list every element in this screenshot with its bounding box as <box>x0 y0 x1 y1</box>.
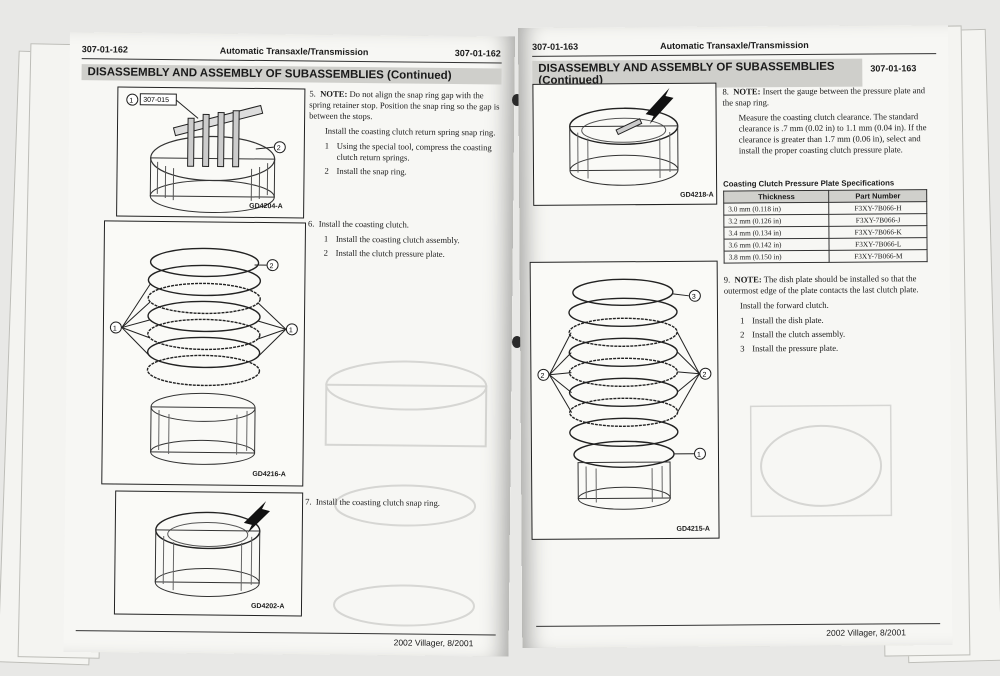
svg-text:1: 1 <box>289 327 293 334</box>
step-body: Install the forward clutch. <box>739 299 829 311</box>
step-number: 6. <box>307 218 315 229</box>
column-header: Part Number <box>829 189 927 203</box>
step-body: Install the coasting clutch. <box>318 218 410 230</box>
clutch-drum-arrow-illustration <box>154 501 270 597</box>
svg-text:3: 3 <box>692 294 696 301</box>
step-8: 8. NOTE: Insert the gauge between the pr… <box>722 85 930 156</box>
figure-label: GD4202-A <box>250 602 285 611</box>
page-number: 307-01-162 <box>81 44 128 55</box>
forward-clutch-plate-stack-illustration: 3 2 2 1 <box>537 278 712 510</box>
step-body: Install the coasting clutch return sprin… <box>324 125 496 138</box>
show-through-artwork <box>324 360 488 627</box>
figure-label: GD4218-A <box>680 191 714 199</box>
column-header: Thickness <box>723 190 830 204</box>
svg-text:307-015: 307-015 <box>143 97 169 104</box>
step-body: Install the coasting clutch snap ring. <box>315 496 441 508</box>
section-title: Automatic Transaxle/Transmission <box>219 45 369 58</box>
step-number: 9. <box>723 274 731 285</box>
header-rule <box>532 53 937 57</box>
section-title: Automatic Transaxle/Transmission <box>660 39 809 52</box>
note-label: NOTE: <box>733 86 761 97</box>
table-title: Coasting Clutch Pressure Plate Specifica… <box>723 178 895 189</box>
clutch-drum-gauge-illustration <box>568 87 679 186</box>
pressure-plate-spec-table: Thickness Part Number 3.0 mm (0.118 in)F… <box>723 189 928 264</box>
step-9: 9. NOTE: The dish plate should be instal… <box>724 273 933 354</box>
page-footer: 2002 Villager, 8/2001 <box>393 637 474 649</box>
svg-text:1: 1 <box>113 325 117 332</box>
step-7: 7. Install the coasting clutch snap ring… <box>305 496 497 509</box>
step-number: 7. <box>305 496 312 507</box>
header-rule <box>81 58 502 64</box>
figure-forward-clutch: 3 2 2 1 GD4215-A <box>529 260 720 540</box>
page-footer: 2002 Villager, 8/2001 <box>826 627 906 638</box>
figure-gauge: GD4218-A <box>532 82 718 206</box>
page-number: 307-01-162 <box>454 48 501 59</box>
page-number: 307-01-163 <box>870 63 917 74</box>
clutch-plate-stack-illustration: 2 1 1 <box>109 247 298 465</box>
figure-clutch-plates: 2 1 1 GD4216-A <box>101 220 307 487</box>
clutch-drum-with-tool-illustration: 1 307-015 2 <box>126 93 286 214</box>
svg-text:2: 2 <box>277 145 281 152</box>
table-row: 3.8 mm (0.150 in)F3XY-7B066-M <box>724 249 928 264</box>
figure-label: GD4215-A <box>676 525 710 533</box>
figure-label: GD4204-A <box>249 202 283 211</box>
figure-snap-ring: GD4202-A <box>113 490 304 617</box>
svg-text:2: 2 <box>270 263 274 270</box>
section-heading: DISASSEMBLY AND ASSEMBLY OF SUBASSEMBLIE… <box>81 64 502 85</box>
svg-text:2: 2 <box>702 372 706 379</box>
step-number: 8. <box>722 86 729 97</box>
left-page: 307-01-162 Automatic Transaxle/Transmiss… <box>63 32 515 657</box>
note-label: NOTE: <box>734 274 762 285</box>
step-5: 5. NOTE: Do not align the snap ring gap … <box>308 89 501 179</box>
binding-hole <box>512 336 522 348</box>
binding-hole <box>512 94 522 106</box>
figure-label: GD4216-A <box>252 470 286 479</box>
svg-text:1: 1 <box>697 452 701 459</box>
page-number: 307-01-163 <box>532 41 579 52</box>
svg-text:2: 2 <box>540 373 544 380</box>
figure-special-tool: 1 307-015 2 GD4204-A <box>116 86 306 219</box>
step-body: Measure the coasting clutch clearance. T… <box>738 111 927 156</box>
step-number: 5. <box>309 88 316 99</box>
note-label: NOTE: <box>320 88 348 99</box>
right-page: 307-01-163 Automatic Transaxle/Transmiss… <box>518 24 953 648</box>
svg-text:1: 1 <box>129 98 133 105</box>
show-through-artwork <box>749 404 893 518</box>
